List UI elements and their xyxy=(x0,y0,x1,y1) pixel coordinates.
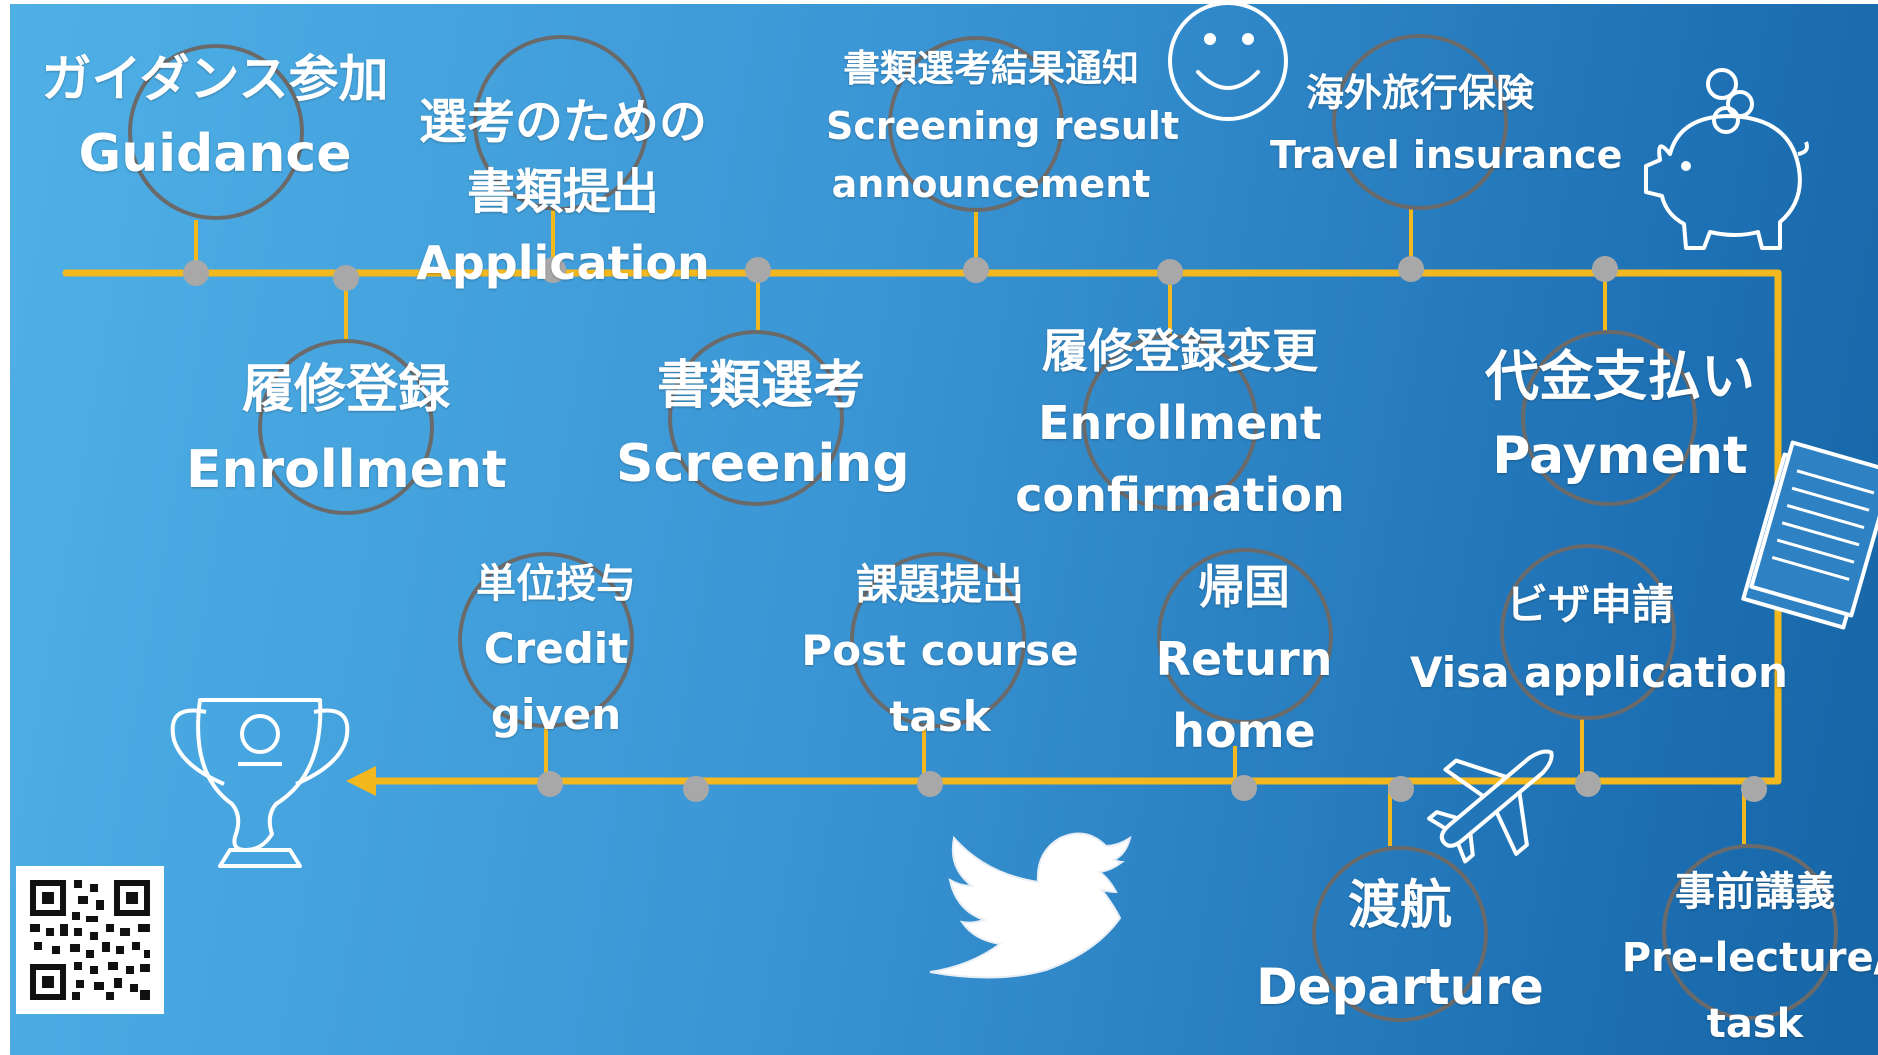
piggy-bank-icon xyxy=(1644,68,1809,250)
step-departure: 渡航 Departure xyxy=(1250,880,1550,1012)
step-result: 書類選考結果通知 Screening result announcement xyxy=(826,47,1180,206)
step-insurance-en: Travel insurance xyxy=(1270,133,1623,177)
step-departure-en: Departure xyxy=(1256,958,1544,1016)
smiley-icon xyxy=(1168,4,1288,121)
step-confirm-en1: Enrollment xyxy=(1038,396,1322,450)
step-visa-en: Visa application xyxy=(1410,648,1788,697)
step-payment-en: Payment xyxy=(1492,426,1748,486)
node-postcourse xyxy=(917,771,943,797)
step-result-en1: Screening result xyxy=(826,104,1180,148)
timeline-rings xyxy=(128,34,1838,1022)
step-payment: 代金支払い Payment xyxy=(1470,345,1770,486)
step-screening-ja: 書類選考 xyxy=(656,356,865,416)
step-postcourse-en2: task xyxy=(889,692,991,741)
step-postcourse-ja: 課題提出 xyxy=(855,560,1024,609)
step-credit-en2: given xyxy=(490,690,622,739)
step-result-en2: announcement xyxy=(831,162,1151,206)
node-confirm xyxy=(1157,259,1183,285)
step-enrollment-ja: 履修登録 xyxy=(241,360,450,420)
timeline-nodes xyxy=(183,256,1767,802)
step-guidance: ガイダンス参加 Guidance xyxy=(22,54,408,180)
step-result-ja: 書類選考結果通知 xyxy=(843,47,1139,90)
step-application-ja1: 選考のための xyxy=(418,94,707,150)
step-prelecture: 事前講義 Pre-lecture/ task xyxy=(1610,872,1878,1044)
step-visa: ビザ申請 Visa application xyxy=(1410,580,1788,697)
step-insurance-ja: 海外旅行保険 xyxy=(1305,71,1534,115)
timeline-arrowhead xyxy=(346,766,376,796)
step-confirm-ja: 履修登録変更 xyxy=(1042,324,1318,378)
step-insurance: 海外旅行保険 Travel insurance xyxy=(1270,71,1623,177)
step-credit: 単位授与 Credit given xyxy=(446,564,666,736)
step-application-ja2: 書類提出 xyxy=(466,164,659,220)
node-extra xyxy=(683,776,709,802)
node-screening xyxy=(745,257,771,283)
step-confirm-en2: confirmation xyxy=(1015,468,1345,522)
step-guidance-ja: ガイダンス参加 xyxy=(41,50,389,108)
step-enrollment-en: Enrollment xyxy=(186,440,507,500)
node-enrollment xyxy=(333,265,359,291)
step-visa-ja: ビザ申請 xyxy=(1505,580,1674,629)
step-departure-ja: 渡航 xyxy=(1347,876,1452,936)
step-screening-en: Screening xyxy=(616,434,910,494)
twitter-bird-icon xyxy=(929,832,1132,979)
timeline-diagram xyxy=(62,4,1878,1022)
node-prelecture xyxy=(1741,776,1767,802)
documents-icon xyxy=(1741,440,1878,630)
step-credit-ja: 単位授与 xyxy=(476,561,636,607)
qr-code-icon xyxy=(16,866,164,1014)
step-credit-en1: Credit xyxy=(483,624,629,673)
node-payment xyxy=(1592,256,1618,282)
step-prelecture-ja: 事前講義 xyxy=(1675,869,1835,915)
step-postcourse-en1: Post course xyxy=(801,626,1079,675)
step-application-en: Application xyxy=(416,236,710,290)
timeline-connectors xyxy=(194,207,1746,846)
node-guidance xyxy=(183,260,209,286)
timeline-slide: ガイダンス参加 Guidance 履修登録 Enrollment 選考のための … xyxy=(10,4,1878,1055)
step-prelecture-en2: task xyxy=(1706,1001,1804,1047)
trophy-icon xyxy=(170,698,350,868)
step-prelecture-en1: Pre-lecture/ xyxy=(1621,935,1878,981)
node-result xyxy=(963,257,989,283)
step-confirm: 履修登録変更 Enrollment confirmation xyxy=(1010,328,1350,518)
step-return-en2: home xyxy=(1172,704,1316,758)
airplane-icon xyxy=(1427,749,1554,864)
node-return xyxy=(1231,775,1257,801)
step-application: 選考のための 書類提出 Application xyxy=(398,98,728,286)
node-insurance xyxy=(1398,256,1424,282)
step-postcourse: 課題提出 Post course task xyxy=(800,564,1080,738)
node-application xyxy=(540,257,566,283)
step-enrollment: 履修登録 Enrollment xyxy=(186,360,507,500)
node-credit xyxy=(537,771,563,797)
step-return-ja: 帰国 xyxy=(1198,560,1290,614)
qr-code-pattern xyxy=(30,880,150,1000)
step-screening: 書類選考 Screening xyxy=(616,356,910,494)
step-return: 帰国 Return home xyxy=(1144,564,1344,754)
step-return-en1: Return xyxy=(1155,632,1333,686)
node-visa xyxy=(1575,771,1601,797)
node-departure xyxy=(1388,776,1414,802)
step-payment-ja: 代金支払い xyxy=(1485,345,1755,408)
step-guidance-en: Guidance xyxy=(78,124,352,184)
